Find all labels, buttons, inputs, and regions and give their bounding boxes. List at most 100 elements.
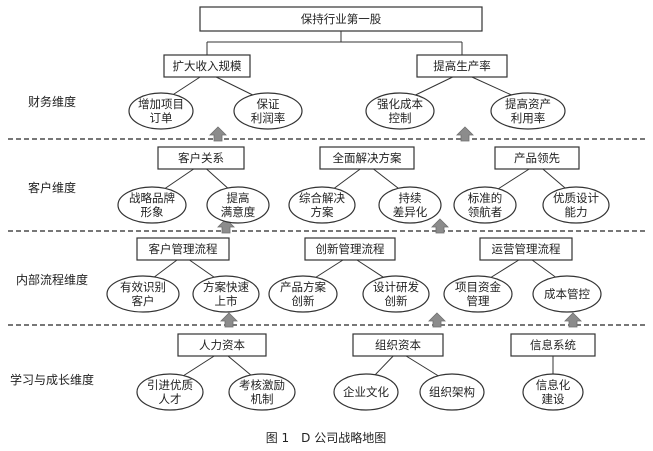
objective-label: 提高满意度 <box>221 191 256 219</box>
objective-ellipse <box>268 275 338 313</box>
goal-label: 保持行业第一股 <box>301 12 382 26</box>
theme-item-connector <box>497 168 530 190</box>
theme-item-connector <box>332 168 361 190</box>
theme-item-connector <box>189 259 216 279</box>
theme-box <box>136 237 230 261</box>
theme-label: 客户关系 <box>178 151 224 165</box>
objective-label: 持续差异化 <box>393 191 428 219</box>
goal-box <box>199 6 483 32</box>
objective-ellipse <box>288 186 356 224</box>
objective-ellipse <box>333 373 399 411</box>
up-arrow-icon <box>209 126 227 142</box>
theme-label: 提高生产率 <box>433 59 491 73</box>
theme-label: 全面解决方案 <box>333 151 402 165</box>
theme-item-connector <box>405 355 439 377</box>
up-arrow-icon <box>564 312 582 328</box>
theme-box <box>177 333 267 357</box>
objective-label: 成本管控 <box>544 287 590 301</box>
objective-label: 提高资产利用率 <box>505 97 551 125</box>
objective-ellipse <box>522 373 584 411</box>
theme-item-connector <box>152 259 178 279</box>
objective-ellipse <box>233 92 303 130</box>
objective-label: 综合解决方案 <box>299 191 345 219</box>
theme-item-connector <box>206 168 230 190</box>
theme-label: 运营管理流程 <box>492 242 561 256</box>
objective-label: 设计研发创新 <box>373 280 419 308</box>
objective-ellipse <box>228 373 296 411</box>
theme-box <box>510 333 596 357</box>
theme-item-connector <box>542 168 567 190</box>
theme-label: 人力资本 <box>199 338 245 352</box>
theme-box <box>479 237 573 261</box>
objective-ellipse <box>419 373 485 411</box>
theme-item-connector <box>163 168 194 190</box>
theme-item-connector <box>373 168 400 190</box>
theme-item-connector <box>172 76 201 96</box>
objective-label: 强化成本控制 <box>377 97 423 125</box>
up-arrow-icon <box>217 218 235 234</box>
theme-label: 扩大收入规模 <box>173 59 242 73</box>
theme-box <box>304 237 396 261</box>
up-arrow-icon <box>431 218 449 234</box>
objective-label: 项目资金管理 <box>455 280 501 308</box>
theme-item-connector <box>356 259 385 279</box>
theme-item-connector <box>373 355 394 377</box>
theme-box <box>352 333 444 357</box>
theme-label: 客户管理流程 <box>149 242 218 256</box>
objective-label: 信息化建设 <box>536 378 571 406</box>
row-label: 客户维度 <box>28 180 76 195</box>
objective-ellipse <box>128 92 194 130</box>
objective-ellipse <box>490 92 566 130</box>
theme-label: 信息系统 <box>530 338 576 352</box>
up-arrow-icon <box>456 126 474 142</box>
row-label: 财务维度 <box>28 94 76 109</box>
row-label: 内部流程维度 <box>16 272 88 287</box>
objective-label: 产品方案创新 <box>280 280 326 308</box>
objective-ellipse <box>365 92 435 130</box>
objective-label: 企业文化 <box>343 385 389 399</box>
objective-ellipse <box>362 275 430 313</box>
objective-label: 有效识别客户 <box>120 280 166 308</box>
objective-label: 保证利润率 <box>251 97 286 125</box>
theme-label: 组织资本 <box>375 338 421 352</box>
figure-caption: 图 1 D 公司战略地图 <box>266 430 387 445</box>
objective-ellipse <box>443 275 513 313</box>
theme-item-connector <box>227 355 253 377</box>
objective-label: 标准的领航者 <box>468 191 503 219</box>
objective-label: 增加项目订单 <box>138 97 184 125</box>
objective-ellipse <box>453 186 517 224</box>
objective-ellipse <box>117 186 187 224</box>
objective-ellipse <box>106 275 180 313</box>
theme-item-connector <box>314 259 344 279</box>
upward-arrows <box>209 126 582 328</box>
objective-label: 引进优质人才 <box>147 378 193 406</box>
theme-item-connector <box>471 76 512 96</box>
row-dividers <box>8 138 645 326</box>
objective-label: 方案快速上市 <box>203 280 249 308</box>
objective-ellipse <box>206 186 270 224</box>
theme-box <box>416 54 508 78</box>
theme-box <box>157 146 245 170</box>
objective-ellipse <box>136 373 204 411</box>
theme-item-connector <box>489 259 520 279</box>
objective-ellipse <box>532 275 602 313</box>
objective-label: 组织架构 <box>429 385 475 399</box>
theme-label: 创新管理流程 <box>316 242 385 256</box>
up-arrow-icon <box>220 312 238 328</box>
objective-label: 战略品牌形象 <box>129 191 175 219</box>
theme-item-connector <box>415 76 453 96</box>
up-arrow-icon <box>428 312 446 328</box>
theme-item-connector <box>182 355 215 377</box>
objective-ellipse <box>192 275 260 313</box>
connector-lines <box>152 31 567 377</box>
objective-label: 考核激励机制 <box>239 378 285 406</box>
theme-label: 产品领先 <box>514 151 560 165</box>
theme-box <box>494 146 580 170</box>
objective-label: 优质设计能力 <box>553 191 599 219</box>
theme-box <box>163 54 251 78</box>
objective-ellipse <box>378 186 442 224</box>
theme-item-connector <box>215 76 253 96</box>
